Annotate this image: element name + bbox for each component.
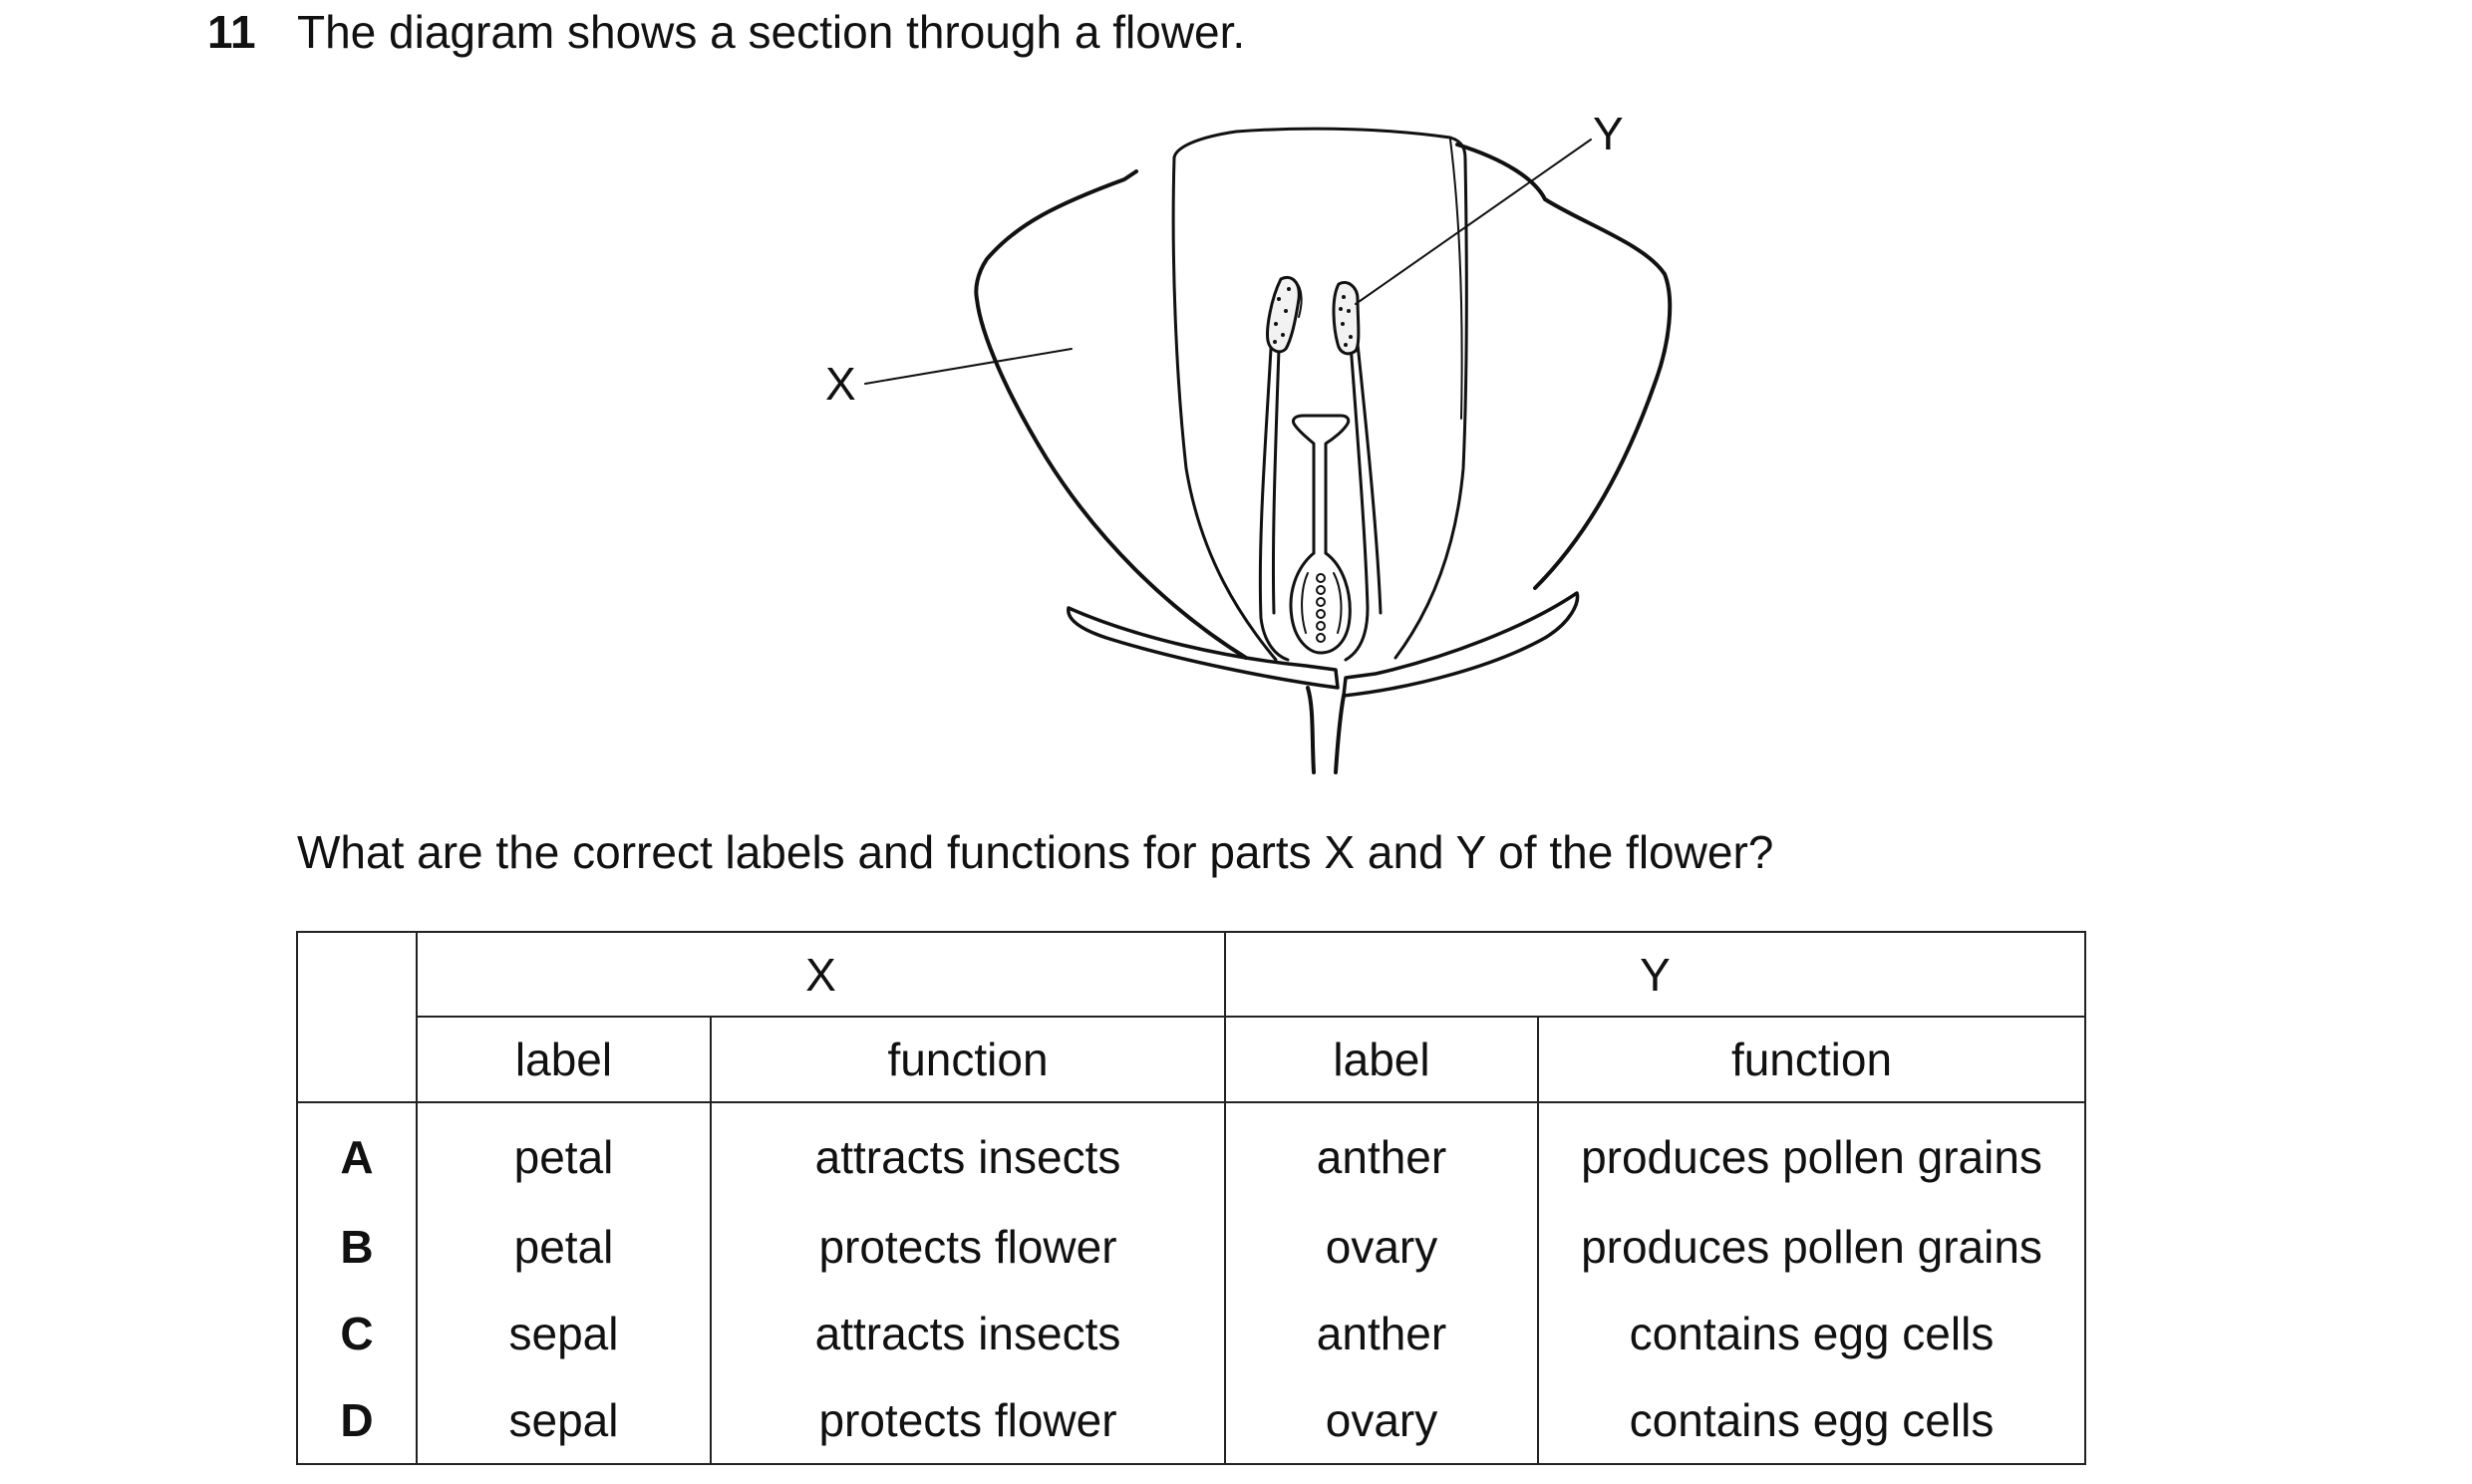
y-label-cell: anther [1225,1101,1539,1203]
flower-petal [974,169,1248,660]
anther-left [1266,275,1301,354]
table-row: B petal protects flower ovary produces p… [296,1203,2086,1290]
option-letter: B [296,1203,418,1290]
y-label-cell: ovary [1225,1376,1539,1465]
filament-right [1344,342,1383,662]
header-group-y: Y [1224,931,2086,1018]
filament-left [1258,347,1290,662]
header-group-x: X [416,931,1226,1018]
y-function-cell: contains egg cells [1538,1290,2086,1376]
x-label-cell: sepal [417,1290,712,1376]
table-row: A petal attracts insects anther produces… [296,1101,2086,1203]
header-x-label: label [416,1016,712,1103]
x-label-cell: petal [417,1203,712,1290]
y-function-cell: produces pollen grains [1538,1101,2086,1203]
header-y-label: label [1224,1016,1539,1103]
header-blank [296,931,418,1102]
stigma [1292,414,1351,555]
label-line-y [1355,139,1592,305]
table-row: D sepal protects flower ovary contains e… [296,1376,2086,1465]
ovary [1289,551,1352,655]
question-prompt: What are the correct labels and function… [297,826,1774,878]
header-y-function: function [1537,1016,2086,1103]
y-function-cell: contains egg cells [1538,1376,2086,1465]
table-row: C sepal attracts insects anther contains… [296,1290,2086,1376]
y-label-cell: ovary [1225,1203,1539,1290]
flower-stalk [1306,686,1346,774]
question-number: 11 [207,6,256,58]
label-line-x [864,348,1073,385]
flower-diagram: X Y [825,108,1673,774]
sepal-right [1342,591,1580,698]
option-letter: C [296,1290,418,1376]
x-function-cell: attracts insects [711,1101,1226,1203]
inner-petal [1172,127,1468,660]
question-text: The diagram shows a section through a fl… [297,6,1246,58]
header-x-function: function [710,1016,1226,1103]
x-label-cell: petal [417,1101,712,1203]
sepal-left [1067,606,1340,690]
x-function-cell: attracts insects [711,1290,1226,1376]
y-function-cell: produces pollen grains [1538,1203,2086,1290]
x-label-cell: sepal [417,1376,712,1465]
option-letter: D [296,1376,418,1465]
flower-petal-right [1455,143,1673,590]
option-letter: A [296,1101,418,1203]
x-function-cell: protects flower [711,1376,1226,1465]
y-label-cell: anther [1225,1290,1539,1376]
label-x: X [825,358,856,410]
answer-table: X Y label function label function A peta… [296,931,2086,1465]
label-y: Y [1593,108,1624,159]
x-function-cell: protects flower [711,1203,1226,1290]
